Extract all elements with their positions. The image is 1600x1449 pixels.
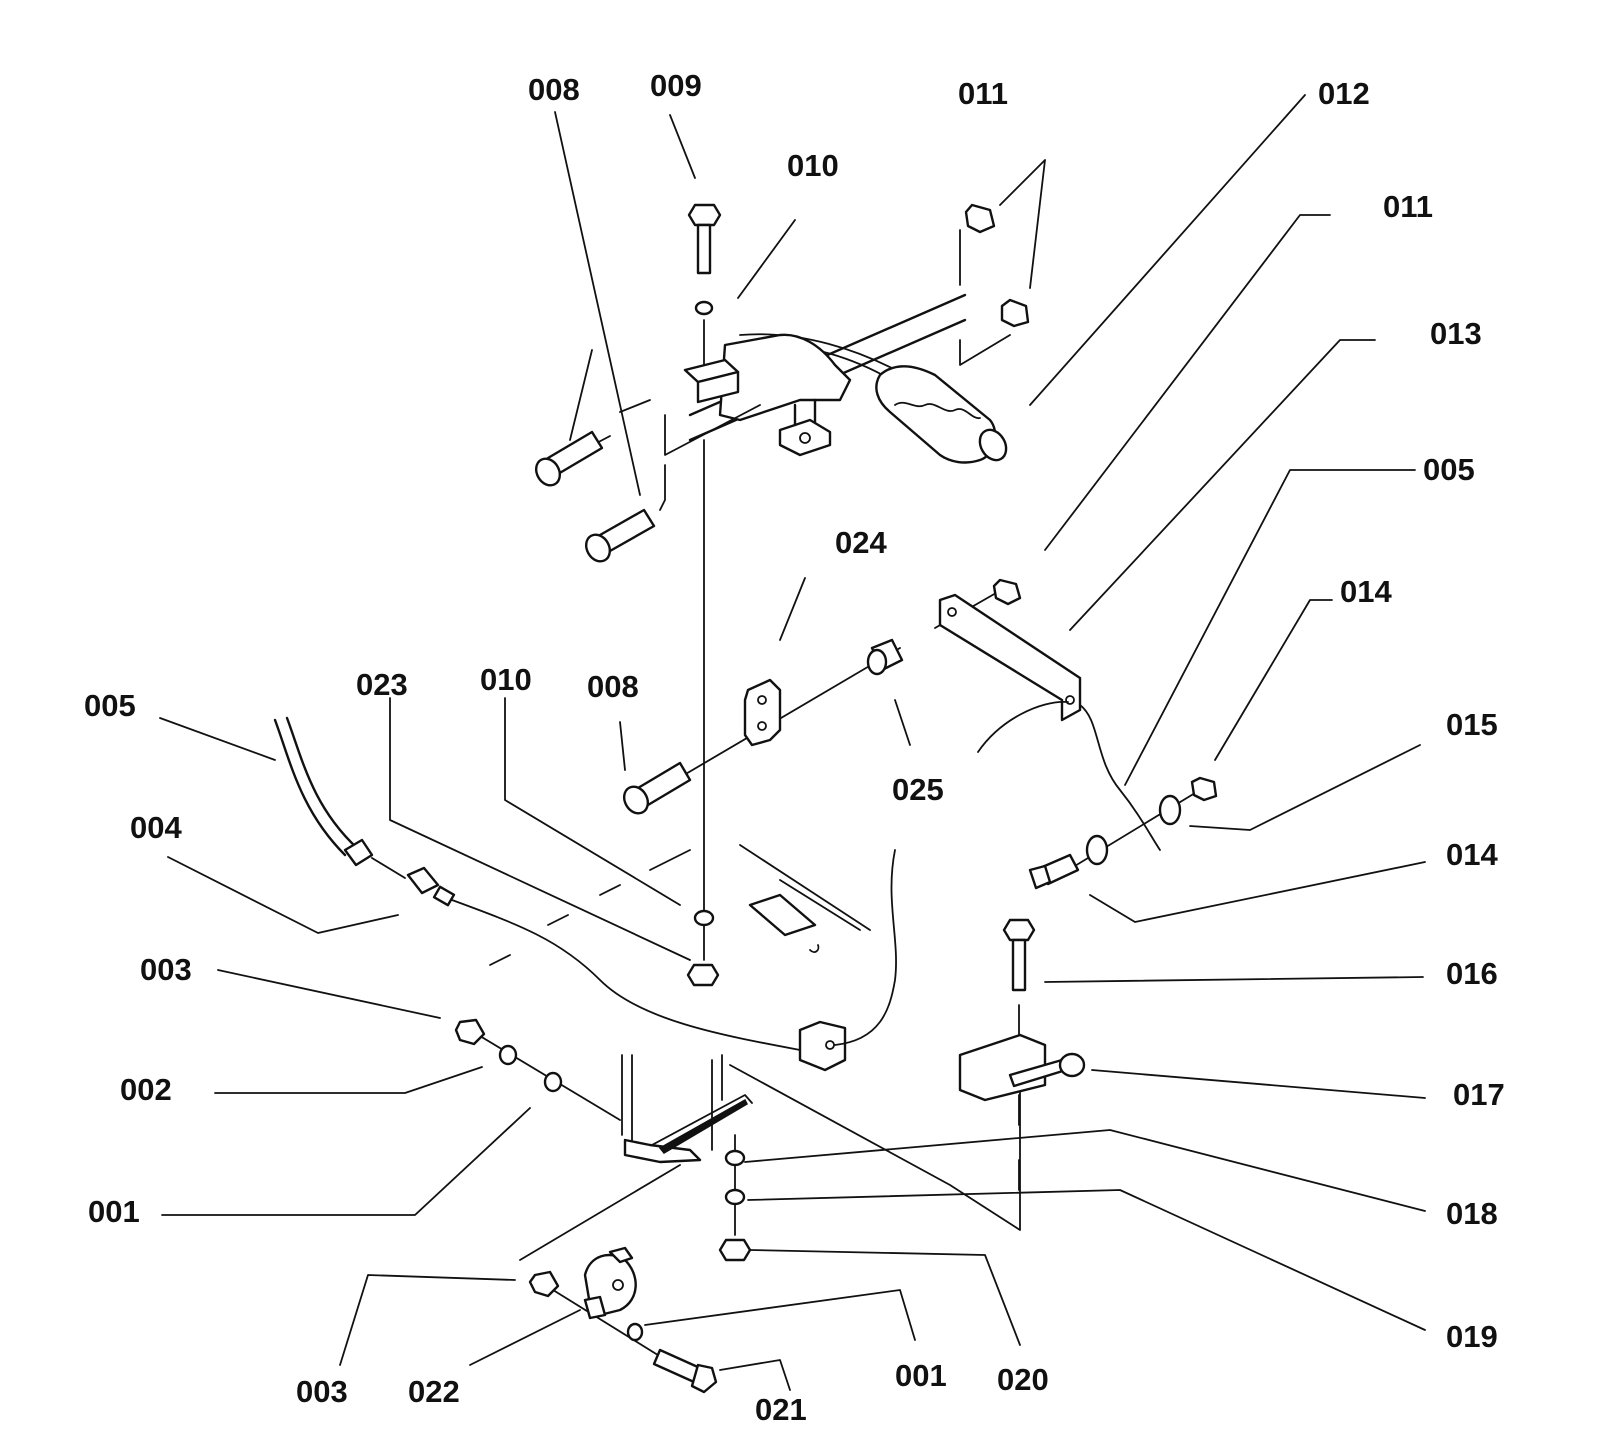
- adjuster-004: [406, 866, 440, 895]
- washer-010-lower: [693, 909, 715, 927]
- label-017: 017: [1453, 1077, 1505, 1112]
- label-014-lower: 014: [1446, 837, 1498, 872]
- nut-011-upper: [964, 203, 996, 234]
- label-013: 013: [1430, 316, 1482, 351]
- label-003-lower: 003: [296, 1374, 348, 1409]
- washer-001-upper: [543, 1071, 563, 1093]
- cable-005: [273, 718, 347, 857]
- label-019: 019: [1446, 1319, 1498, 1354]
- washer-018: [724, 1149, 746, 1167]
- label-025: 025: [892, 772, 944, 807]
- nut-011-lower: [1000, 298, 1030, 328]
- washer-015: [1158, 794, 1182, 826]
- arm-013: [938, 593, 1082, 722]
- shaft-assembly: [622, 578, 1218, 890]
- label-022: 022: [408, 1374, 460, 1409]
- link-024: [743, 678, 782, 747]
- label-005-left: 005: [84, 688, 136, 723]
- bolt-016: [1002, 918, 1036, 942]
- lower-assembly: [273, 716, 1086, 1394]
- washer-001-lower: [626, 1322, 644, 1342]
- nut-003-upper: [454, 1018, 486, 1046]
- label-008-upper: 008: [528, 72, 580, 107]
- lever-assembly: [534, 203, 1030, 961]
- leader-lines: [159, 94, 1426, 1391]
- label-010-lower: 010: [480, 662, 532, 697]
- nut-023: [686, 963, 720, 987]
- bolt-021: [652, 1348, 702, 1384]
- lever-lower-bracket: [778, 418, 832, 457]
- label-001-lower: 001: [895, 1358, 947, 1393]
- label-018: 018: [1446, 1196, 1498, 1231]
- washer-019: [724, 1188, 746, 1206]
- washer-014: [1085, 834, 1109, 866]
- bolt-014: [1028, 864, 1052, 890]
- washer-002: [498, 1044, 518, 1066]
- lever-grip: [875, 365, 997, 464]
- label-016: 016: [1446, 956, 1498, 991]
- clip-025: [798, 1020, 847, 1072]
- label-015: 015: [1446, 707, 1498, 742]
- slot-plate: [748, 893, 817, 937]
- label-020: 020: [997, 1362, 1049, 1397]
- nut-020: [718, 1238, 752, 1262]
- label-001-upper: 001: [88, 1194, 140, 1229]
- part-labels: 008 009 011 012 010 011 013 005 024 014 …: [84, 68, 1505, 1427]
- washer-010: [694, 300, 714, 316]
- bolt-009: [687, 203, 722, 227]
- nut-014: [1190, 776, 1218, 802]
- label-010-upper: 010: [787, 148, 839, 183]
- label-014-upper: 014: [1340, 574, 1392, 609]
- label-023: 023: [356, 667, 408, 702]
- label-011-upper: 011: [958, 76, 1008, 111]
- label-021: 021: [755, 1392, 807, 1427]
- label-011-middle: 011: [1383, 189, 1433, 224]
- nut-011-middle: [992, 578, 1022, 606]
- lever-body: [718, 333, 852, 422]
- label-009: 009: [650, 68, 702, 103]
- nut-003-lower: [528, 1270, 560, 1298]
- label-012: 012: [1318, 76, 1370, 111]
- label-008-middle: 008: [587, 669, 639, 704]
- label-005-right: 005: [1423, 452, 1475, 487]
- label-004: 004: [130, 810, 182, 845]
- label-024: 024: [835, 525, 887, 560]
- label-002: 002: [120, 1072, 172, 1107]
- label-003-upper: 003: [140, 952, 192, 987]
